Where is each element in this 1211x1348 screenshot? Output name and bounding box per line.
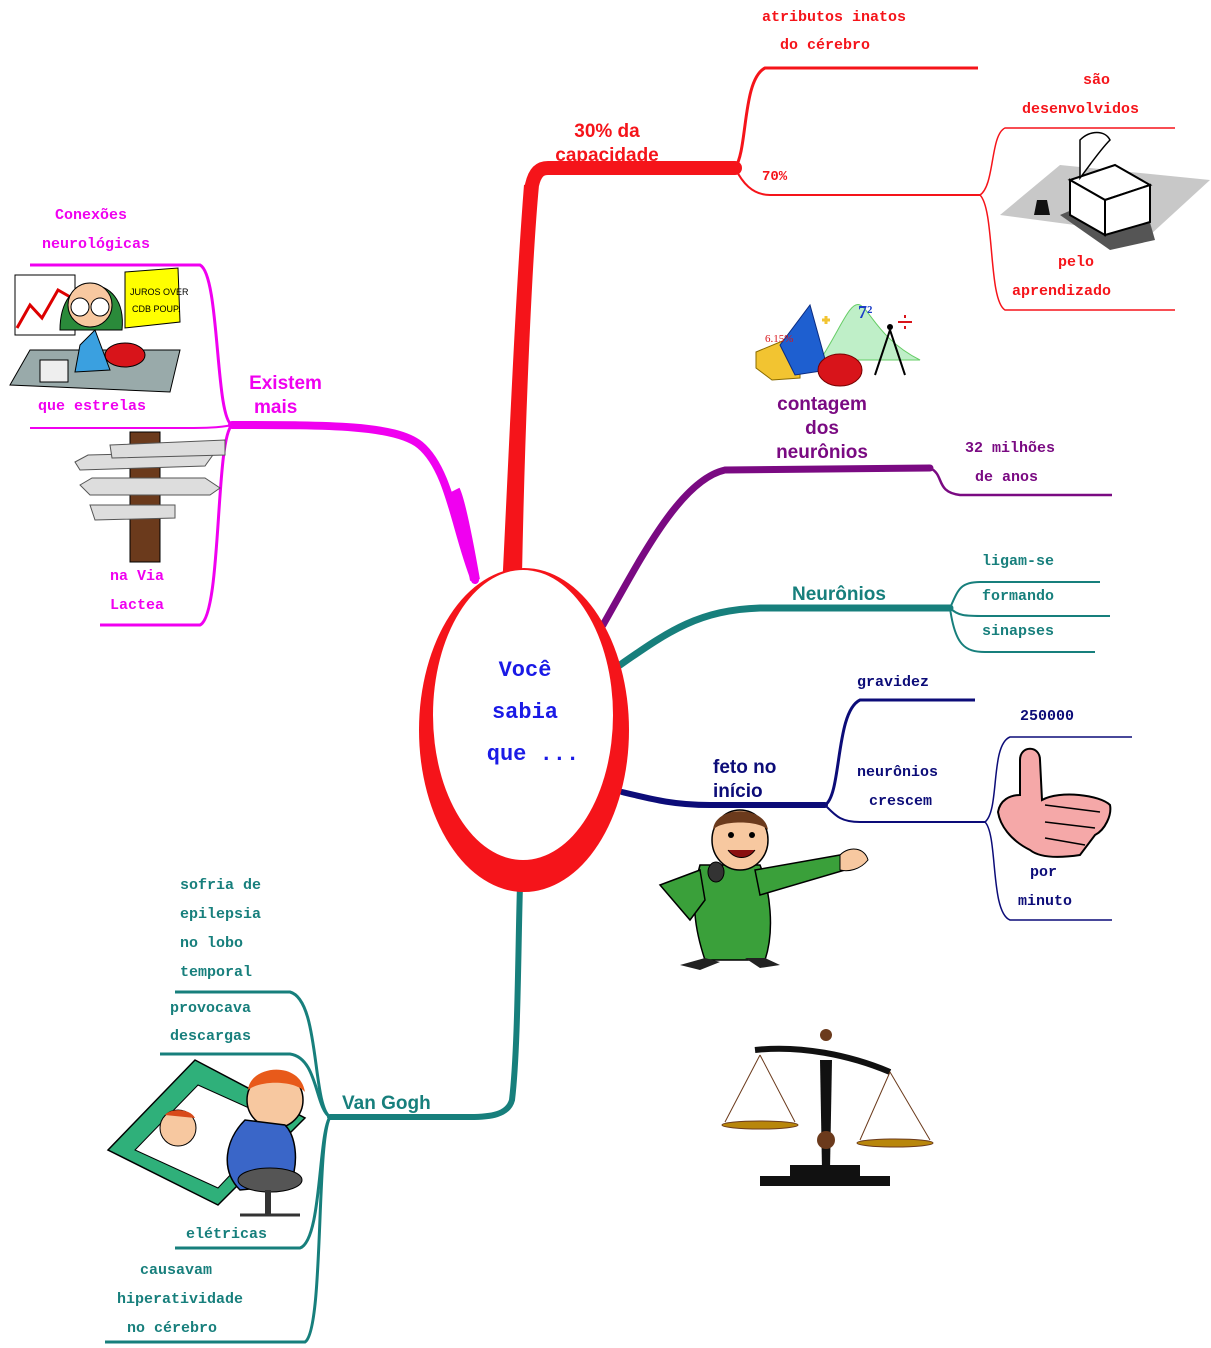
seventy-label: 70% bbox=[762, 169, 788, 185]
hyper-label-1: causavam bbox=[140, 1262, 213, 1279]
svg-text:CDB POUP.: CDB POUP. bbox=[132, 304, 180, 314]
count-title-1: contagem bbox=[777, 394, 867, 415]
developed-label-2: desenvolvidos bbox=[1022, 101, 1140, 118]
neurons-leaf-2: formando bbox=[982, 588, 1055, 605]
epilepsy-label-1: sofria de bbox=[180, 877, 262, 894]
per-label-2: minuto bbox=[1018, 893, 1073, 910]
center-line-3: que ... bbox=[486, 742, 580, 767]
electric-label: elétricas bbox=[186, 1226, 268, 1243]
per-label-1: por bbox=[1030, 864, 1058, 881]
grow-label-1: neurônios bbox=[857, 764, 939, 781]
fetus-title-1: feto no bbox=[713, 757, 777, 778]
neurons-leaf-1: ligam-se bbox=[982, 553, 1055, 570]
balance-scale-icon bbox=[721, 1029, 934, 1186]
innate-label-1: atributos inatos bbox=[762, 9, 907, 26]
developed-label-1: são bbox=[1083, 72, 1111, 89]
neurons-leaf-3: sinapses bbox=[982, 623, 1055, 640]
presenter-man-icon bbox=[658, 809, 869, 970]
count-250000: 250000 bbox=[1020, 708, 1075, 725]
neurons-branch bbox=[616, 604, 954, 669]
count-title-2: dos bbox=[805, 418, 839, 439]
hyper-label-2: hiperatividade bbox=[117, 1291, 244, 1308]
vangogh-branch bbox=[327, 882, 523, 1120]
book-quill-icon bbox=[1000, 131, 1210, 250]
fetus-branch bbox=[619, 789, 828, 808]
svg-text:7²: 7² bbox=[858, 302, 872, 322]
fetus-title: feto no início bbox=[713, 756, 776, 804]
years-label-1: 32 milhões bbox=[965, 440, 1056, 457]
count-branch bbox=[599, 464, 934, 629]
painter-icon bbox=[106, 1059, 307, 1217]
signpost-icon bbox=[74, 431, 226, 563]
learning-label-2: aprendizado bbox=[1012, 283, 1112, 300]
math-shapes-icon: 6.15% 7² bbox=[755, 302, 921, 387]
capacity-title: 30% da capacidade bbox=[555, 121, 659, 166]
center-line-1: Você bbox=[498, 658, 552, 683]
vangogh-title: Van Gogh bbox=[342, 1093, 431, 1114]
learning-label-1: pelo bbox=[1058, 254, 1095, 271]
pregnancy-label: gravidez bbox=[857, 674, 930, 691]
more-branch bbox=[228, 421, 479, 584]
center-line-2: sabia bbox=[491, 700, 558, 725]
epilepsy-label-3: no lobo bbox=[180, 935, 244, 952]
confused-businessman-icon: JUROS OVER CDB POUP. bbox=[9, 267, 189, 393]
hyper-label-3: no cérebro bbox=[127, 1320, 218, 1337]
innate-label-2: do cérebro bbox=[780, 37, 871, 54]
capacity-trunk-tip bbox=[502, 184, 530, 591]
stars-label: que estrelas bbox=[38, 398, 147, 415]
discharges-label-1: provocava bbox=[170, 1000, 252, 1017]
count-title-3: neurônios bbox=[776, 442, 868, 463]
milky-label-1: na Via bbox=[110, 568, 165, 585]
svg-text:6.15%: 6.15% bbox=[765, 333, 793, 345]
more-title-2: mais bbox=[254, 397, 298, 418]
more-title-1: Existem bbox=[249, 373, 322, 394]
center-title: Você sabia que ... bbox=[450, 650, 600, 776]
fetus-title-2: início bbox=[713, 781, 763, 802]
epilepsy-label-2: epilepsia bbox=[180, 906, 262, 923]
grow-label-2: crescem bbox=[869, 793, 933, 810]
discharges-label-2: descargas bbox=[170, 1028, 252, 1045]
svg-text:JUROS OVER: JUROS OVER bbox=[130, 287, 189, 297]
milky-label-2: Lactea bbox=[110, 597, 165, 614]
epilepsy-label-4: temporal bbox=[180, 964, 253, 981]
capacity-trunk bbox=[508, 161, 742, 582]
connections-label-2: neurológicas bbox=[42, 236, 151, 253]
connections-label-1: Conexões bbox=[55, 207, 128, 224]
pointing-hand-icon bbox=[996, 747, 1112, 858]
neurons-title: Neurônios bbox=[792, 584, 886, 605]
more-title: Existem mais bbox=[238, 372, 333, 420]
years-label-2: de anos bbox=[975, 469, 1039, 486]
count-title: contagem dos neurônios bbox=[758, 393, 886, 465]
